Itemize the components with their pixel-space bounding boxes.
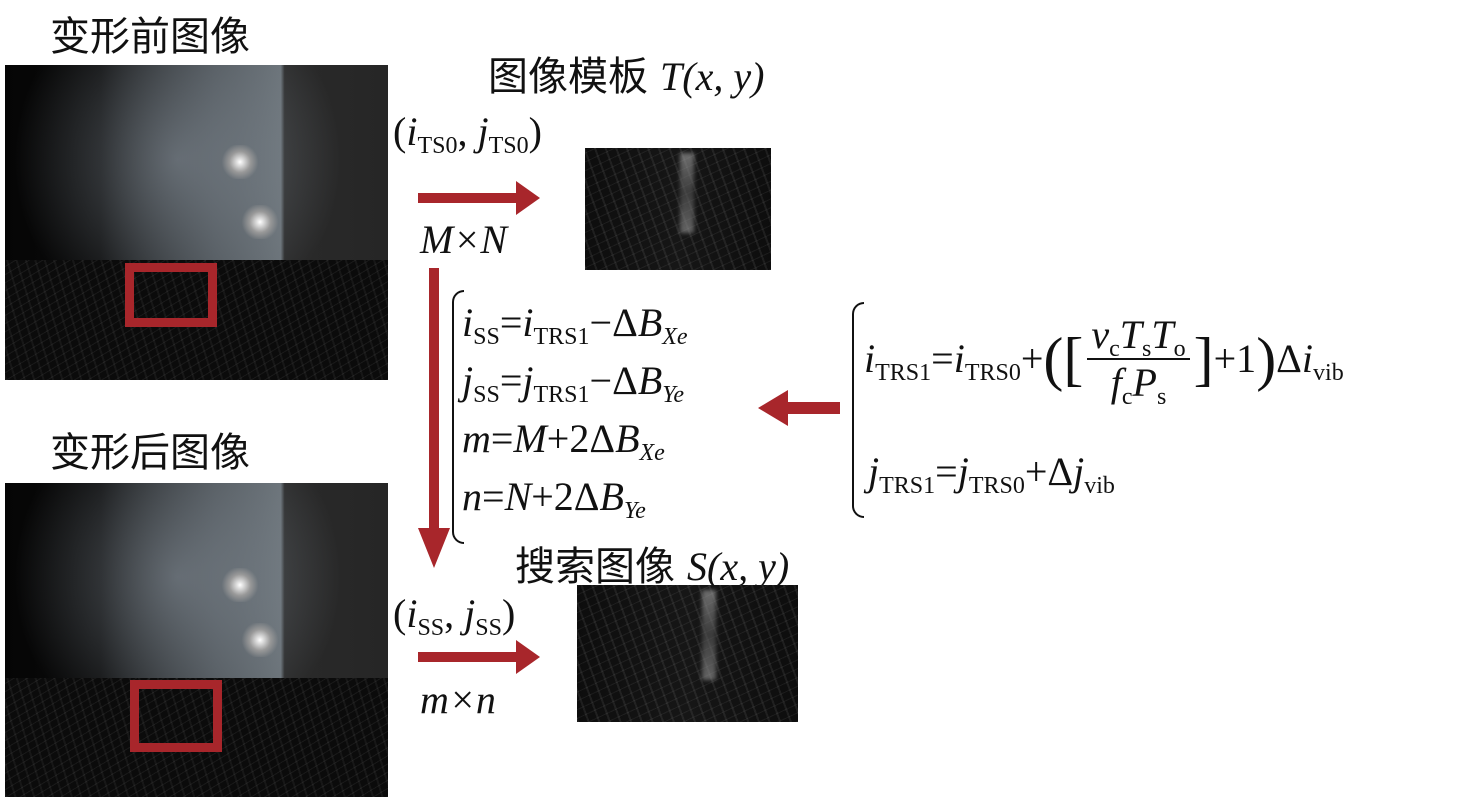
template-size-label: M×N	[420, 217, 507, 262]
search-region-box	[130, 680, 222, 752]
before-image-title: 变形前图像	[50, 14, 250, 60]
search-origin-label: (iSS, jSS)	[393, 591, 516, 641]
equation-iss: iSS=iTRS1−ΔBXe	[462, 300, 688, 350]
template-image	[585, 148, 771, 270]
search-size-label: m×n	[420, 677, 496, 722]
after-deformation-image	[5, 483, 388, 797]
equation-jss: jSS=jTRS1−ΔBYe	[462, 358, 685, 408]
after-image-title: 变形后图像	[50, 430, 250, 476]
right-brace	[852, 302, 864, 518]
equation-n: n=N+2ΔBYe	[462, 474, 646, 524]
template-function: T(x, y)	[660, 54, 765, 99]
search-function: S(x, y)	[687, 544, 790, 589]
search-params-equations: iSS=iTRS1−ΔBXe jSS=jTRS1−ΔBYe m=M+2ΔBXe …	[462, 294, 688, 526]
equation-m: m=M+2ΔBXe	[462, 416, 665, 466]
search-image	[577, 585, 798, 722]
template-region-box	[125, 263, 217, 327]
arrow-right-icon	[418, 181, 540, 215]
before-deformation-image	[5, 65, 388, 380]
template-title: 图像模板 T(x, y)	[488, 54, 765, 100]
arrow-right-icon	[418, 640, 540, 674]
arrow-down-icon	[429, 268, 439, 530]
equation-itrs1: iTRS1=iTRS0+ ([ vcTsTo fcPs ]+1) Δivib	[864, 312, 1344, 410]
equation-jtrs1: jTRS1=jTRS0+Δjvib	[868, 449, 1115, 499]
template-origin-label: (iTS0, jTS0)	[393, 109, 542, 159]
search-title: 搜索图像 S(x, y)	[515, 544, 790, 590]
arrow-left-icon	[785, 402, 840, 414]
